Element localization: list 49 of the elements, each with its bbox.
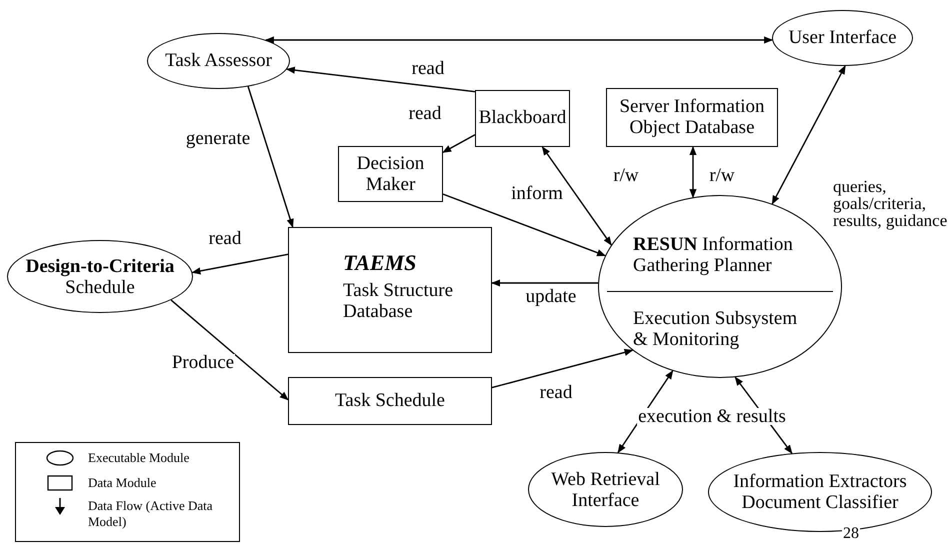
edge-label: r/w [708,166,736,184]
data-box [338,146,443,202]
arrow [542,146,612,246]
node-label: Task Schedule [334,390,446,411]
module-ellipse [7,240,193,313]
node-label: Blackboard [478,107,568,128]
data-box [475,90,570,147]
edge-label: queries, goals/criteria, results, guidance [832,178,949,229]
legend-label: Executable Module [88,450,190,466]
node-label: User Interface [787,27,898,48]
arrow [170,300,289,400]
legend-label: Data Flow (Active Data Model) [88,498,214,530]
arrow [247,86,294,228]
arrow [192,254,288,274]
node-label: Information Extractors Document Classifier [732,471,908,513]
arrow [492,348,634,388]
node-heading: RESUN Information Gathering Planner [633,234,794,276]
edge-label: execution & results [637,408,787,424]
data-box [606,88,778,147]
node-label: Task Assessor [164,50,273,71]
module-ellipse [147,33,290,89]
node-heading: TAEMS [343,252,418,273]
node-label: Decision Maker [356,153,426,195]
edge-label: inform [510,184,564,202]
edge-label: update [524,288,578,304]
legend-label: Data Module [88,475,158,491]
arrow [689,146,697,198]
edge-label: read [208,230,242,246]
module-ellipse [528,452,683,527]
edge-label: read [408,104,442,122]
arrow [772,65,846,205]
edge-label: read [410,60,446,76]
data-box [288,377,492,425]
edge-label: r/w [612,166,640,184]
node-label: Web Retrieval Interface [550,469,661,511]
module-ellipse [772,10,913,66]
node-heading: Design-to-Criteria [24,256,176,277]
edge-label: read [538,384,574,400]
arrow [264,36,774,44]
node-label: Server Information Object Database [618,96,766,138]
edge-label: Produce [170,354,236,370]
arrow [286,66,476,92]
node-label: Task Structure Database [343,280,454,322]
node-label: Schedule [64,277,136,298]
arrow [442,193,606,256]
arrow [442,134,476,153]
node-label: Execution Subsystem & Monitoring [633,308,798,350]
arrow [491,279,598,287]
data-box [288,227,492,353]
